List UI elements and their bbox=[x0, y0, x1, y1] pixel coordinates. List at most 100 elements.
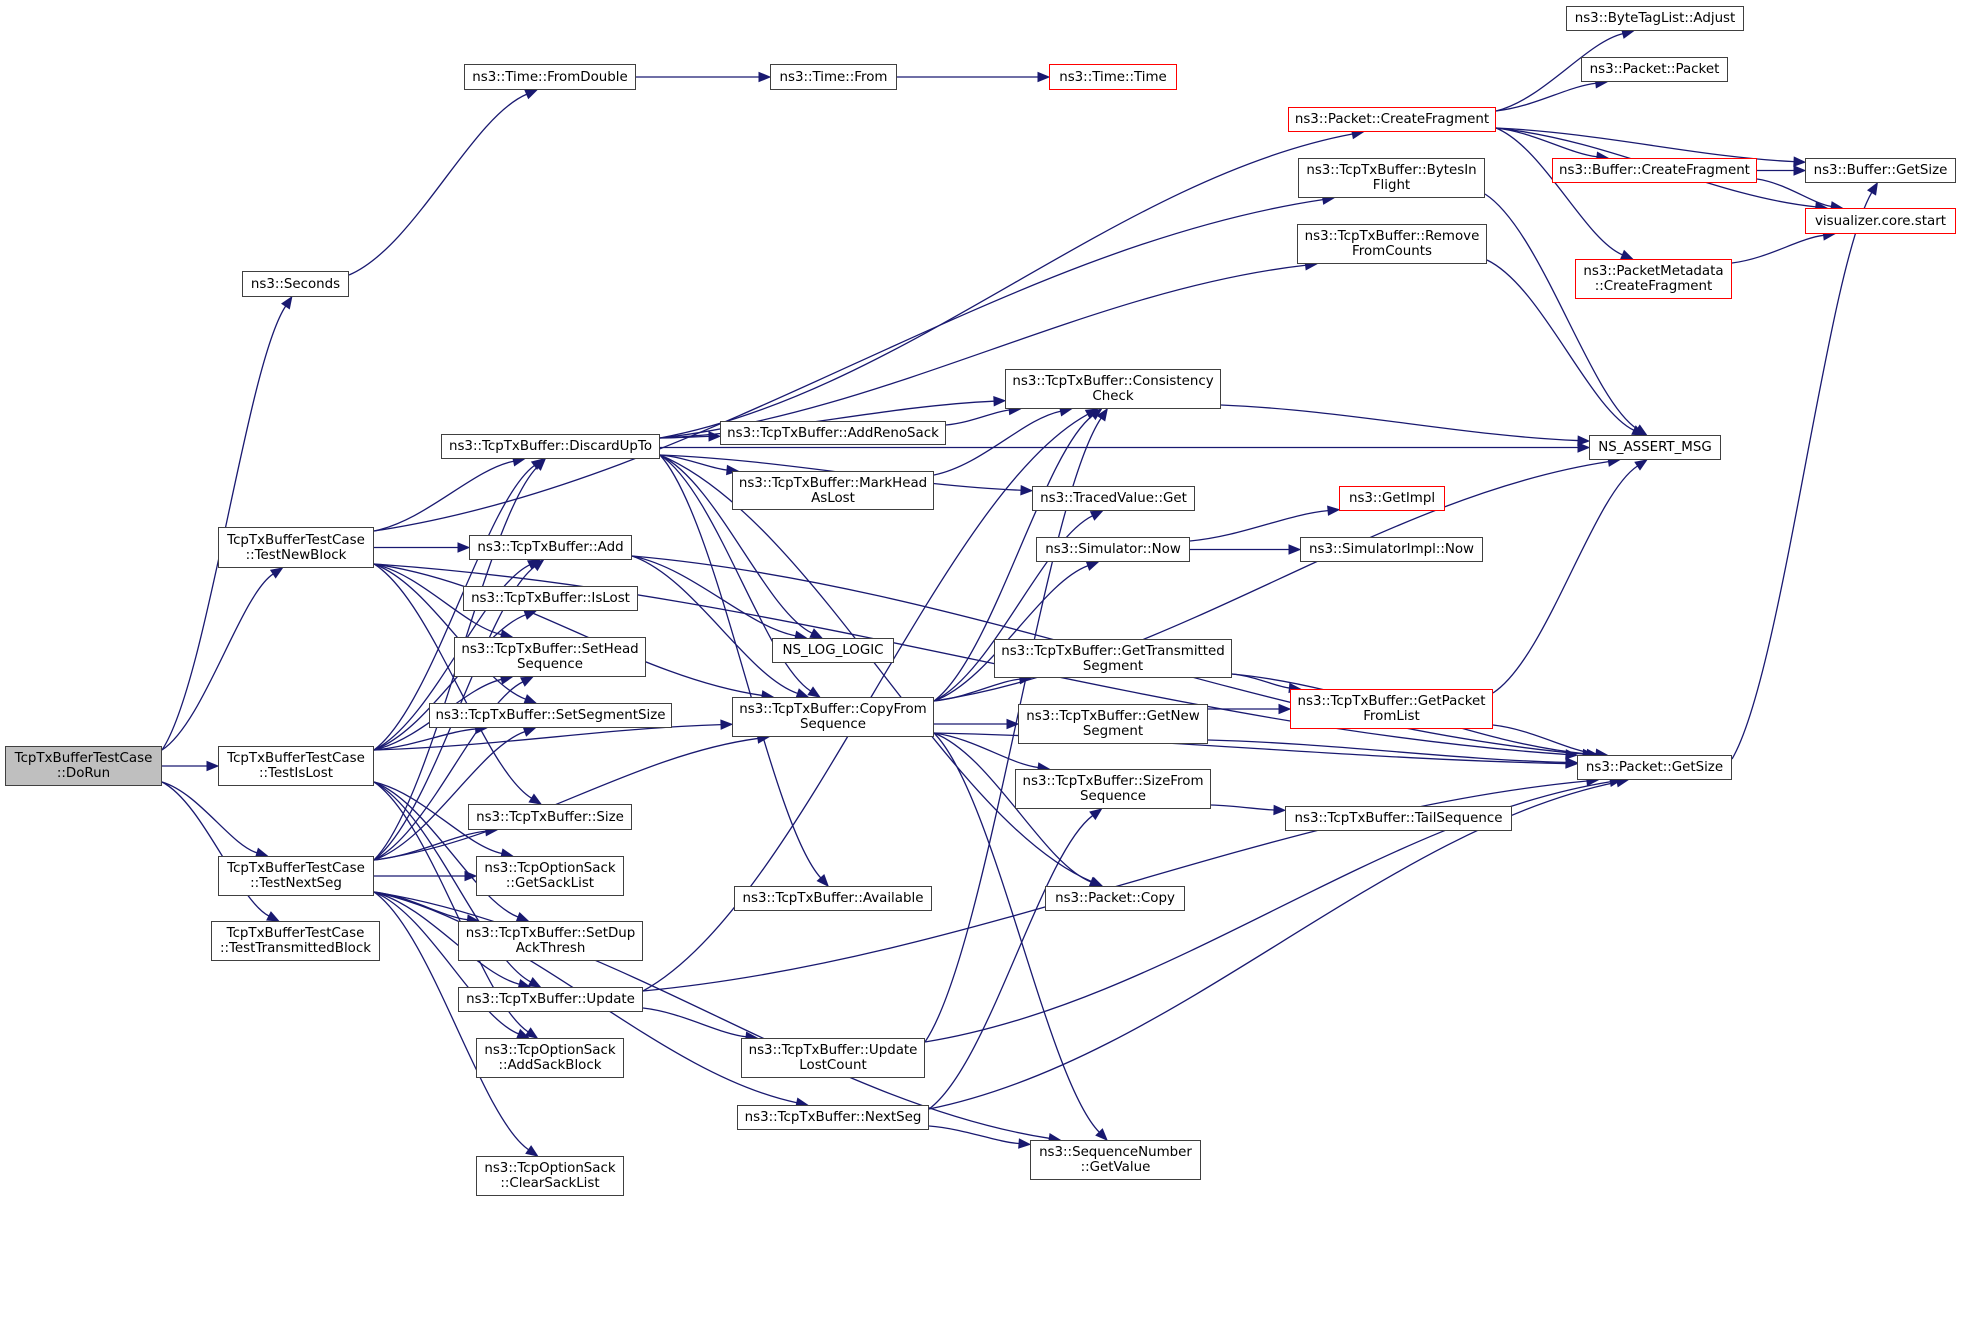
graph-node-visualizercorestart[interactable]: visualizer.core.start bbox=[1805, 208, 1956, 234]
arrowhead-icon bbox=[1793, 165, 1807, 176]
graph-node-packetpacket[interactable]: ns3::Packet::Packet bbox=[1581, 57, 1728, 82]
graph-node-nsloglogic[interactable]: NS_LOG_LOGIC bbox=[772, 638, 894, 663]
graph-node-label: ns3::ByteTagList::Adjust bbox=[1574, 11, 1736, 26]
arrowhead-icon bbox=[266, 911, 280, 922]
graph-node-packetmetadatacreatefragment[interactable]: ns3::PacketMetadata ::CreateFragment bbox=[1575, 259, 1732, 299]
arrowhead-icon bbox=[1327, 505, 1341, 516]
graph-node-packetcreatefragment[interactable]: ns3::Packet::CreateFragment bbox=[1288, 107, 1496, 132]
graph-node-setsegmentsize[interactable]: ns3::TcpTxBuffer::SetSegmentSize bbox=[429, 703, 672, 728]
graph-node-label: ns3::Buffer::GetSize bbox=[1813, 163, 1948, 178]
graph-node-buffergetsize[interactable]: ns3::Buffer::GetSize bbox=[1805, 158, 1956, 183]
arrowhead-icon bbox=[1095, 1128, 1108, 1141]
graph-node-setheadsequence[interactable]: ns3::TcpTxBuffer::SetHead Sequence bbox=[454, 637, 646, 677]
arrowhead-icon bbox=[1084, 408, 1099, 420]
graph-node-seconds[interactable]: ns3::Seconds bbox=[242, 271, 349, 297]
graph-node-label: ns3::TcpTxBuffer::GetTransmitted Segment bbox=[1001, 643, 1225, 674]
graph-node-tailsequence[interactable]: ns3::TcpTxBuffer::TailSequence bbox=[1285, 806, 1512, 831]
graph-node-getnewsegment[interactable]: ns3::TcpTxBuffer::GetNew Segment bbox=[1018, 704, 1208, 744]
graph-node-getsacklist[interactable]: ns3::TcpOptionSack ::GetSackList bbox=[476, 856, 624, 896]
edge-removefromcounts-to-nsassertmsg bbox=[1486, 259, 1635, 431]
edge-testnewblock-to-size bbox=[373, 563, 532, 799]
edge-update-to-packetgetsize bbox=[642, 780, 1588, 992]
edge-packetgetsize-to-buffergetsize bbox=[1731, 192, 1873, 760]
arrowhead-icon bbox=[1565, 757, 1579, 768]
graph-node-discardupto[interactable]: ns3::TcpTxBuffer::DiscardUpTo bbox=[441, 434, 660, 459]
graph-node-timefrom[interactable]: ns3::Time::From bbox=[770, 64, 897, 90]
edge-packetcreatefragment-to-packetpacket bbox=[1495, 82, 1596, 112]
graph-node-label: ns3::TcpTxBuffer::SetSegmentSize bbox=[435, 708, 666, 723]
graph-node-removefromcounts[interactable]: ns3::TcpTxBuffer::Remove FromCounts bbox=[1297, 224, 1487, 264]
graph-node-update[interactable]: ns3::TcpTxBuffer::Update bbox=[458, 987, 643, 1012]
graph-node-tracedvalueget[interactable]: ns3::TracedValue::Get bbox=[1032, 486, 1195, 511]
graph-node-label: TcpTxBufferTestCase ::TestTransmittedBlo… bbox=[220, 926, 371, 956]
graph-node-updatelostcount[interactable]: ns3::TcpTxBuffer::Update LostCount bbox=[741, 1038, 925, 1078]
graph-node-gettransmittedsegment[interactable]: ns3::TcpTxBuffer::GetTransmitted Segment bbox=[994, 639, 1232, 678]
graph-node-testnextseg[interactable]: TcpTxBufferTestCase ::TestNextSeg bbox=[218, 856, 374, 896]
arrowhead-icon bbox=[520, 676, 534, 687]
edge-dorun-to-testnewblock bbox=[161, 573, 274, 751]
graph-node-getpacketfromlist[interactable]: ns3::TcpTxBuffer::GetPacket FromList bbox=[1290, 689, 1493, 729]
edge-copyfromsequence-to-consistencycheck bbox=[933, 415, 1094, 702]
graph-node-label: ns3::TcpTxBuffer::CopyFrom Sequence bbox=[739, 702, 927, 732]
graph-node-testtransmittedblock[interactable]: TcpTxBufferTestCase ::TestTransmittedBlo… bbox=[211, 921, 380, 961]
edge-addrenosack-to-consistencycheck bbox=[945, 409, 1010, 426]
graph-node-markheadaslost[interactable]: ns3::TcpTxBuffer::MarkHead AsLost bbox=[732, 471, 934, 510]
graph-node-add[interactable]: ns3::TcpTxBuffer::Add bbox=[469, 535, 632, 560]
graph-node-nsassertmsg[interactable]: NS_ASSERT_MSG bbox=[1589, 435, 1721, 460]
graph-node-consistencycheck[interactable]: ns3::TcpTxBuffer::Consistency Check bbox=[1005, 369, 1221, 409]
graph-node-simulatornow[interactable]: ns3::Simulator::Now bbox=[1036, 537, 1190, 562]
arrowhead-icon bbox=[269, 567, 284, 579]
graph-node-islost[interactable]: ns3::TcpTxBuffer::IsLost bbox=[463, 586, 638, 611]
edge-update-to-updatelostcount bbox=[642, 1007, 747, 1038]
edge-testnextseg-to-seqgetvalue bbox=[373, 891, 1050, 1139]
graph-node-timetime[interactable]: ns3::Time::Time bbox=[1049, 64, 1177, 90]
graph-node-packetcopy[interactable]: ns3::Packet::Copy bbox=[1045, 886, 1185, 911]
graph-node-label: ns3::Packet::GetSize bbox=[1585, 760, 1724, 775]
edge-discardupto-to-packetcreatefragment bbox=[659, 133, 1353, 439]
graph-node-label: ns3::PacketMetadata ::CreateFragment bbox=[1583, 264, 1724, 294]
arrowhead-icon bbox=[1096, 407, 1108, 422]
graph-node-label: ns3::TcpTxBuffer::IsLost bbox=[471, 591, 630, 606]
graph-node-addrenosack[interactable]: ns3::TcpTxBuffer::AddRenoSack bbox=[720, 421, 946, 445]
graph-node-available[interactable]: ns3::TcpTxBuffer::Available bbox=[734, 886, 932, 911]
edge-testislost-to-update bbox=[373, 781, 531, 983]
edge-testislost-to-discardupto bbox=[373, 465, 535, 751]
edge-testnextseg-to-update bbox=[373, 891, 520, 985]
edge-testislost-to-setsegmentsize bbox=[373, 728, 476, 751]
graph-node-setdupackthresh[interactable]: ns3::TcpTxBuffer::SetDup AckThresh bbox=[458, 921, 643, 961]
graph-node-seqgetvalue[interactable]: ns3::SequenceNumber ::GetValue bbox=[1030, 1140, 1201, 1180]
edge-simulatornow-to-getimpl bbox=[1189, 509, 1329, 542]
edge-copyfromsequence-to-tracedvalueget bbox=[933, 515, 1093, 702]
edge-testislost-to-islost bbox=[373, 614, 526, 751]
graph-node-nextseg[interactable]: ns3::TcpTxBuffer::NextSeg bbox=[737, 1105, 929, 1130]
graph-node-getimpl[interactable]: ns3::GetImpl bbox=[1339, 486, 1445, 511]
arrowhead-icon bbox=[1278, 703, 1292, 715]
edge-packetcreatefragment-to-bytetaglistadjust bbox=[1495, 33, 1623, 112]
graph-node-label: ns3::TcpTxBuffer::DiscardUpTo bbox=[448, 439, 653, 454]
edge-testnewblock-to-setsegmentsize bbox=[373, 563, 526, 700]
graph-node-testislost[interactable]: TcpTxBufferTestCase ::TestIsLost bbox=[218, 746, 374, 786]
graph-node-simulatorimplnow[interactable]: ns3::SimulatorImpl::Now bbox=[1300, 537, 1483, 562]
graph-node-label: ns3::TcpTxBuffer::Size bbox=[476, 809, 624, 825]
arrowhead-icon bbox=[524, 89, 539, 100]
graph-node-label: ns3::SequenceNumber ::GetValue bbox=[1039, 1145, 1192, 1175]
edge-testnextseg-to-clearsacklist bbox=[373, 891, 529, 1151]
arrowhead-icon bbox=[993, 395, 1007, 407]
graph-node-addsackblock[interactable]: ns3::TcpOptionSack ::AddSackBlock bbox=[476, 1038, 624, 1078]
graph-node-label: TcpTxBufferTestCase ::TestIsLost bbox=[227, 751, 365, 781]
graph-node-clearsacklist[interactable]: ns3::TcpOptionSack ::ClearSackList bbox=[476, 1156, 624, 1196]
graph-node-fromdouble[interactable]: ns3::Time::FromDouble bbox=[464, 64, 636, 90]
graph-node-packetgetsize[interactable]: ns3::Packet::GetSize bbox=[1577, 755, 1732, 780]
graph-node-copyfromsequence[interactable]: ns3::TcpTxBuffer::CopyFrom Sequence bbox=[732, 697, 934, 737]
graph-node-testnewblock[interactable]: TcpTxBufferTestCase ::TestNewBlock bbox=[218, 527, 374, 568]
graph-node-label: ns3::TcpTxBuffer::AddRenoSack bbox=[727, 425, 939, 441]
graph-node-size[interactable]: ns3::TcpTxBuffer::Size bbox=[468, 804, 632, 830]
edge-getnewsegment-to-packetgetsize bbox=[1207, 739, 1567, 764]
edge-testislost-to-copyfromsequence bbox=[373, 723, 722, 751]
graph-node-sizefromsequence[interactable]: ns3::TcpTxBuffer::SizeFrom Sequence bbox=[1015, 769, 1211, 809]
edge-bytesinflight-to-nsassertmsg bbox=[1484, 193, 1638, 430]
graph-node-buffercreatefragment[interactable]: ns3::Buffer::CreateFragment bbox=[1552, 158, 1757, 183]
graph-node-bytesinflight[interactable]: ns3::TcpTxBuffer::BytesIn Flight bbox=[1298, 158, 1485, 198]
arrowhead-icon bbox=[1577, 442, 1591, 453]
graph-node-bytetaglistadjust[interactable]: ns3::ByteTagList::Adjust bbox=[1566, 6, 1744, 31]
